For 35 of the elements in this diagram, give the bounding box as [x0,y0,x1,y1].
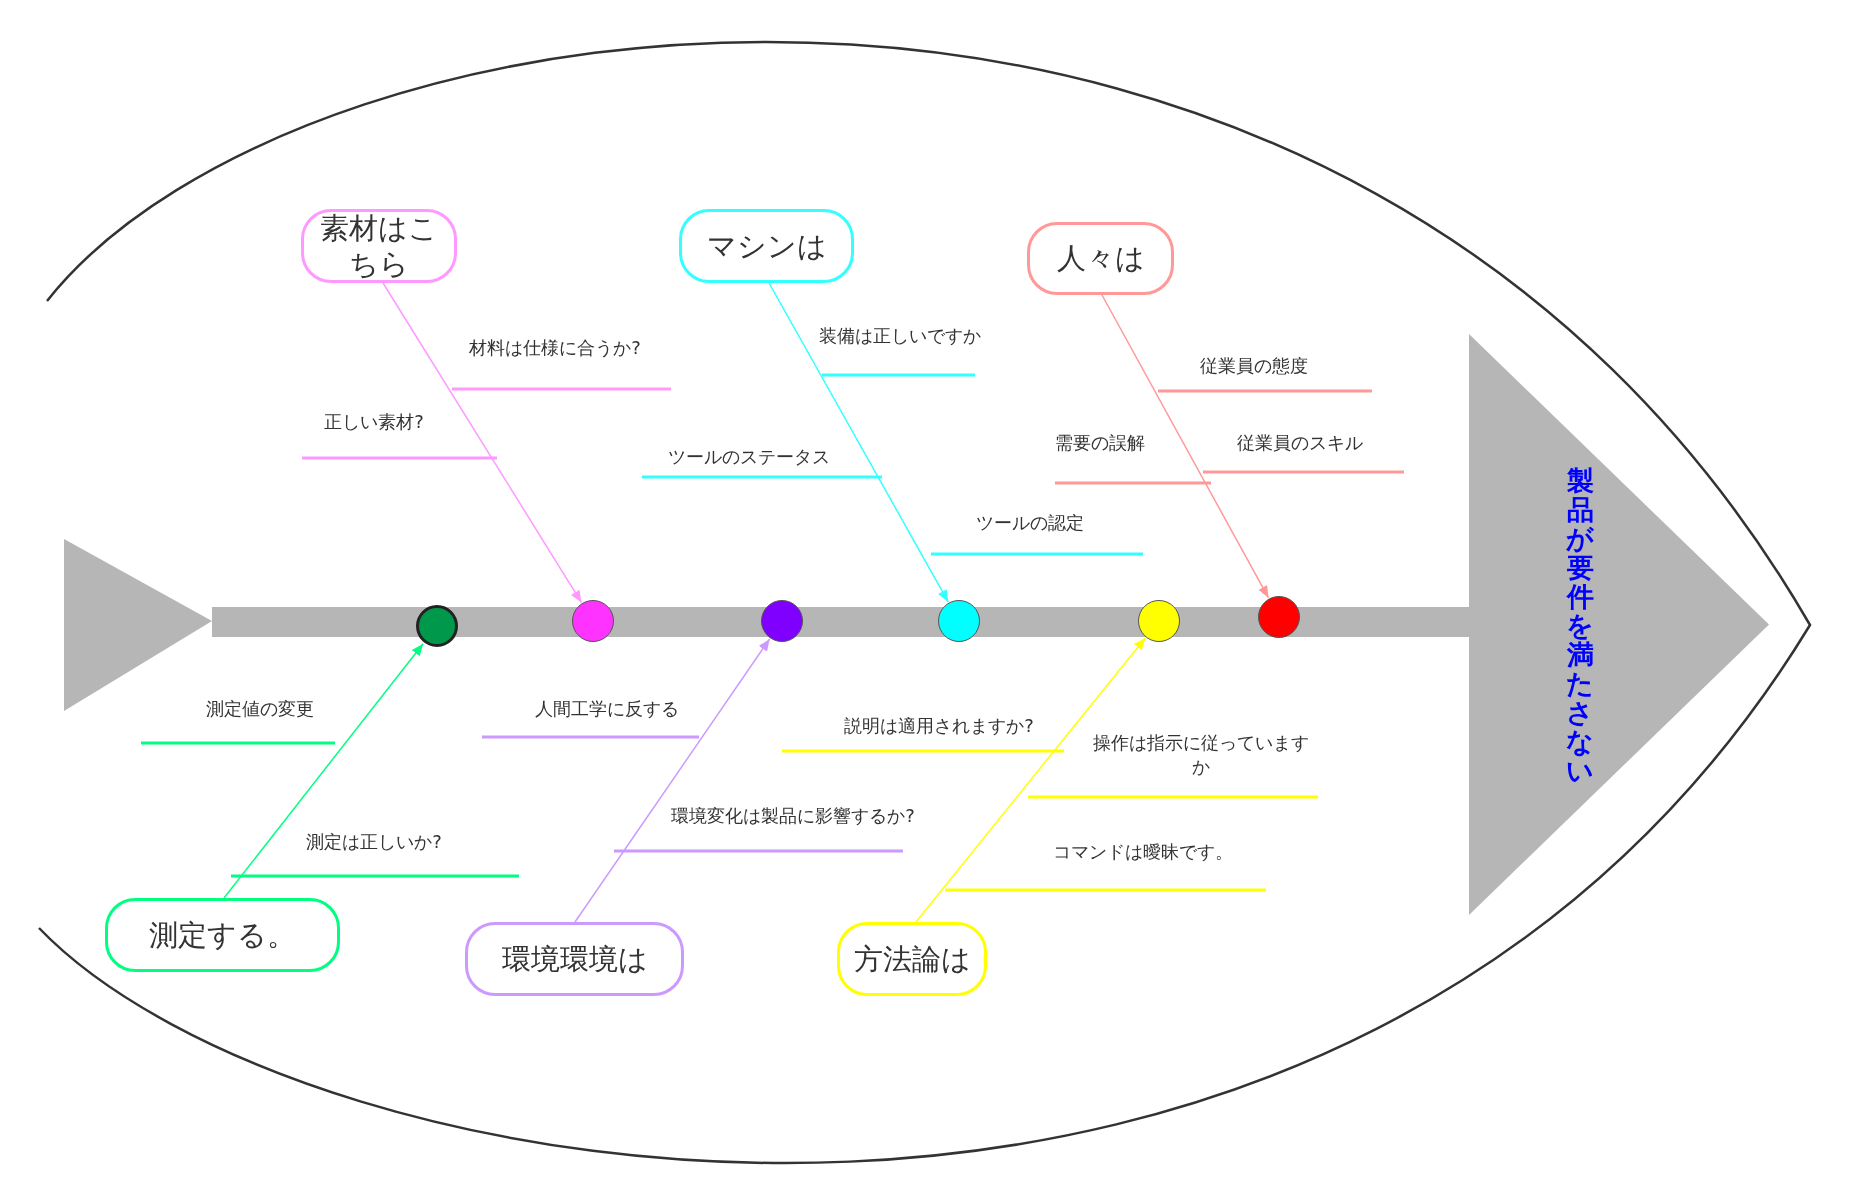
joint-circle [761,600,803,642]
cause-label: 環境変化は製品に影響するか? [671,804,915,828]
cause-label: 説明は適用されますか? [844,714,1034,738]
category-box: 測定する。 [105,898,340,972]
fish-head [1469,334,1769,915]
cause-label: 需要の誤解 [1055,431,1145,455]
cause-label: 操作は指示に従っていますか [1092,731,1310,779]
cause-label: ツールの認定 [976,511,1084,535]
joint-circle [1258,596,1300,638]
bone-arrow [1101,294,1270,599]
category-box: 環境環境は [465,922,684,996]
cause-label: コマンドは曖昧です。 [1053,840,1233,864]
category-box: 素材はこちら [301,209,457,283]
cause-label: 材料は仕様に合うか? [469,336,641,360]
bone-arrow [915,637,1147,923]
bone-arrow [768,282,950,603]
joint-circle [938,600,980,642]
cause-label: 測定値の変更 [206,697,314,721]
bone-arrow [574,638,771,923]
cause-label: 人間工学に反する [535,697,679,721]
joint-circle [1138,600,1180,642]
cause-label: 測定は正しいか? [306,830,442,854]
cause-label: 従業員の態度 [1200,354,1308,378]
bone-arrow [223,642,424,899]
cause-label: 正しい素材? [324,410,424,434]
joint-circle [416,605,458,647]
category-box: 方法論は [837,922,987,996]
joint-circle [572,600,614,642]
cause-label: 従業員のスキル [1237,431,1363,455]
cause-label: ツールのステータス [668,445,830,469]
bone-arrow [382,282,583,604]
category-box: 人々は [1027,222,1174,295]
effect-label: 製品が要件を満たさない [1566,465,1594,785]
category-box: マシンは [679,209,854,283]
cause-label: 装備は正しいですか [819,324,981,348]
